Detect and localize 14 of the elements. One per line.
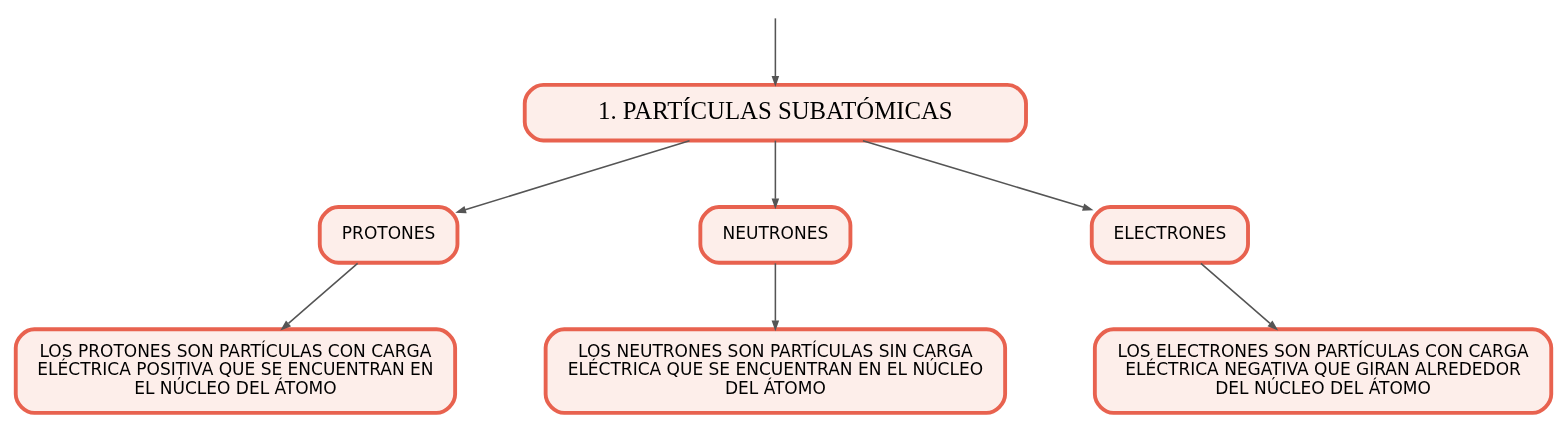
node-box: 1. PARTÍCULAS SUBATÓMICAS [522,82,1028,142]
node-box: LOS NEUTRONES SON PARTÍCULAS SIN CARGA ELÉCTRICA QUE SE ENCUENTRAN EN EL NÚCLEO DEL ÁTOMO [543,326,1008,415]
node-box: NEUTRONES [698,204,853,265]
arrow [455,139,691,213]
arrow [771,17,780,87]
node-box: LOS PROTONES SON PARTÍCULAS CON CARGA ELÉCTRICA POSITIVA QUE SE ENCUENTRAN EN EL NÚCLEO DEL ÁTOMO [13,326,458,415]
node-box: PROTONES [317,204,460,265]
arrow [771,262,780,331]
node-box: LOS ELECTRONES SON PARTÍCULAS CON CARGA ELÉCTRICA NEGATIVA QUE GIRAN ALREDEDOR DEL NÚCLEO DEL ÁTOMO [1092,326,1554,415]
node-box: ELECTRONES [1089,204,1250,265]
arrow [771,139,780,209]
arrow [280,262,359,330]
arrow [1200,262,1279,330]
arrow [862,139,1094,211]
